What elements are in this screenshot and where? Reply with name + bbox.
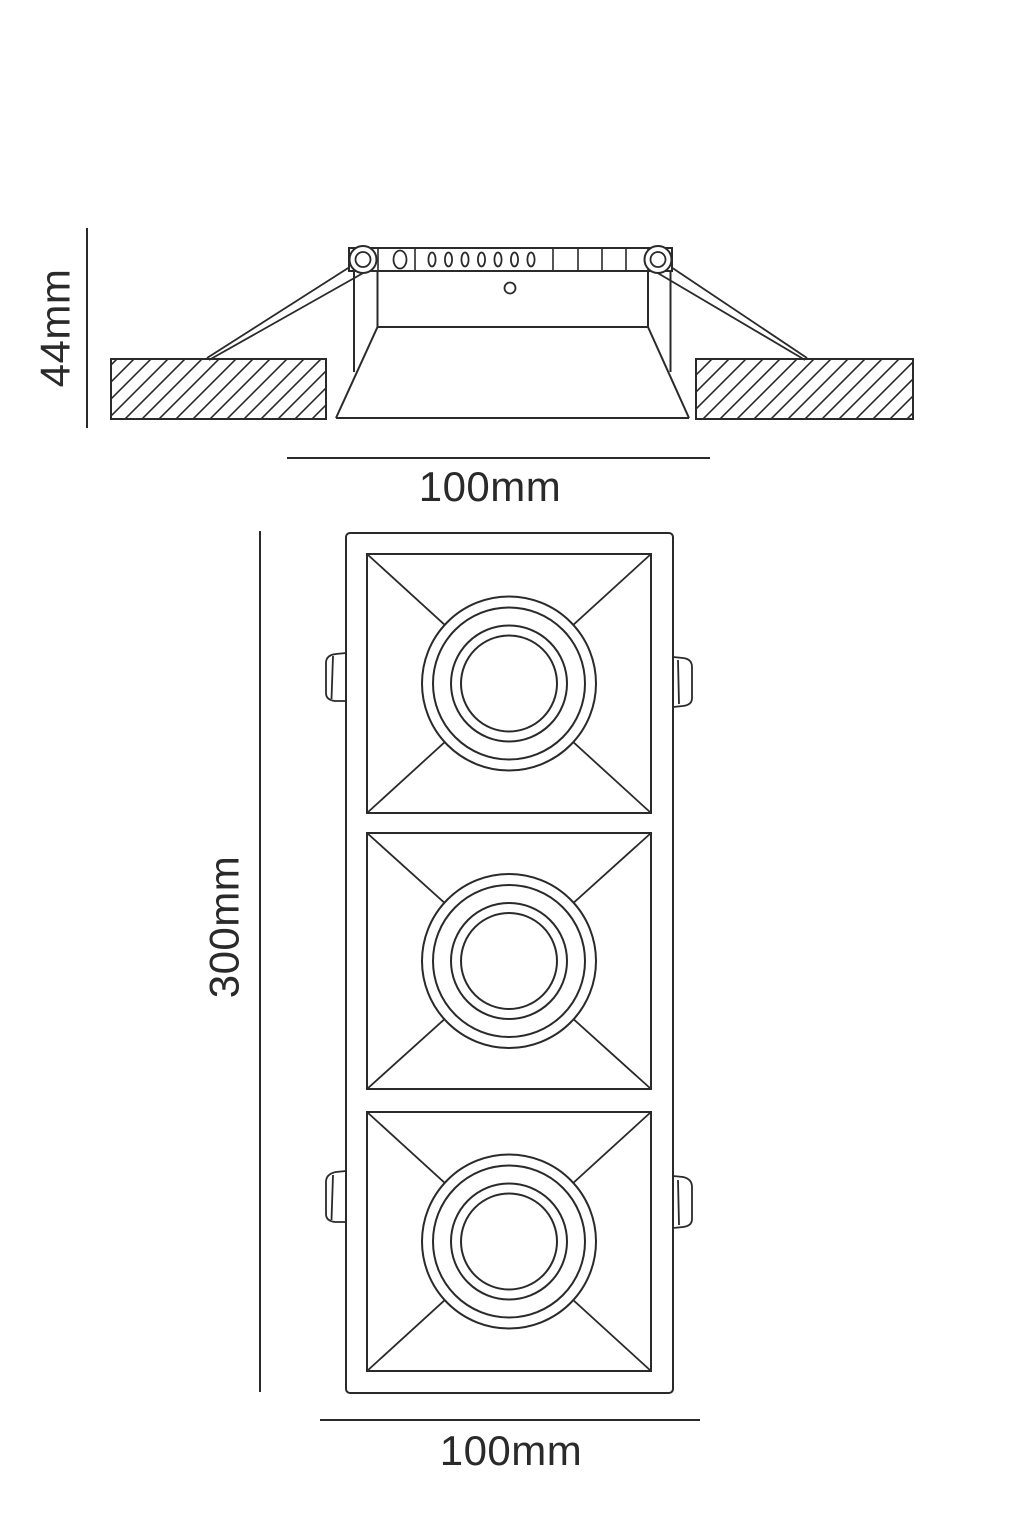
- trim-tab-bottom-left: [325, 1170, 347, 1223]
- bezel-rings-1: [421, 595, 597, 772]
- bar-slot-row: [427, 251, 536, 268]
- bezel-rings-3: [421, 1153, 597, 1330]
- mounting-bar: [348, 247, 673, 272]
- side-view-section: [110, 245, 914, 420]
- lamp-module-1: [366, 553, 652, 814]
- dimension-plan-height: 300mm: [201, 531, 261, 1392]
- lamp-body: [335, 271, 690, 419]
- bar-slot-large: [392, 249, 408, 270]
- plan-width-label: 100mm: [440, 1427, 583, 1474]
- pivot-hinge-right: [643, 245, 673, 274]
- bezel-rings-2: [421, 873, 597, 1049]
- side-height-label: 44mm: [32, 269, 79, 388]
- ceiling-hatch-right: [695, 358, 914, 420]
- spring-clip-right: [655, 262, 808, 361]
- ceiling-hatch-left: [110, 358, 327, 420]
- trim-tab-top-right: [672, 656, 693, 708]
- lamp-module-3: [366, 1111, 652, 1372]
- trim-tab-bottom-right: [672, 1175, 693, 1229]
- trim-tab-top-left: [325, 652, 347, 702]
- plan-view: [325, 532, 693, 1394]
- lamp-module-2: [366, 832, 652, 1090]
- dimension-side-width: 100mm: [287, 457, 710, 510]
- plan-height-label: 300mm: [201, 856, 248, 999]
- pivot-hinge-left: [348, 245, 378, 274]
- side-width-label: 100mm: [419, 463, 562, 510]
- spring-clip-left: [206, 262, 366, 361]
- dimension-side-height: 44mm: [32, 228, 88, 428]
- dimension-plan-width: 100mm: [320, 1419, 700, 1474]
- body-center-hole: [503, 281, 517, 295]
